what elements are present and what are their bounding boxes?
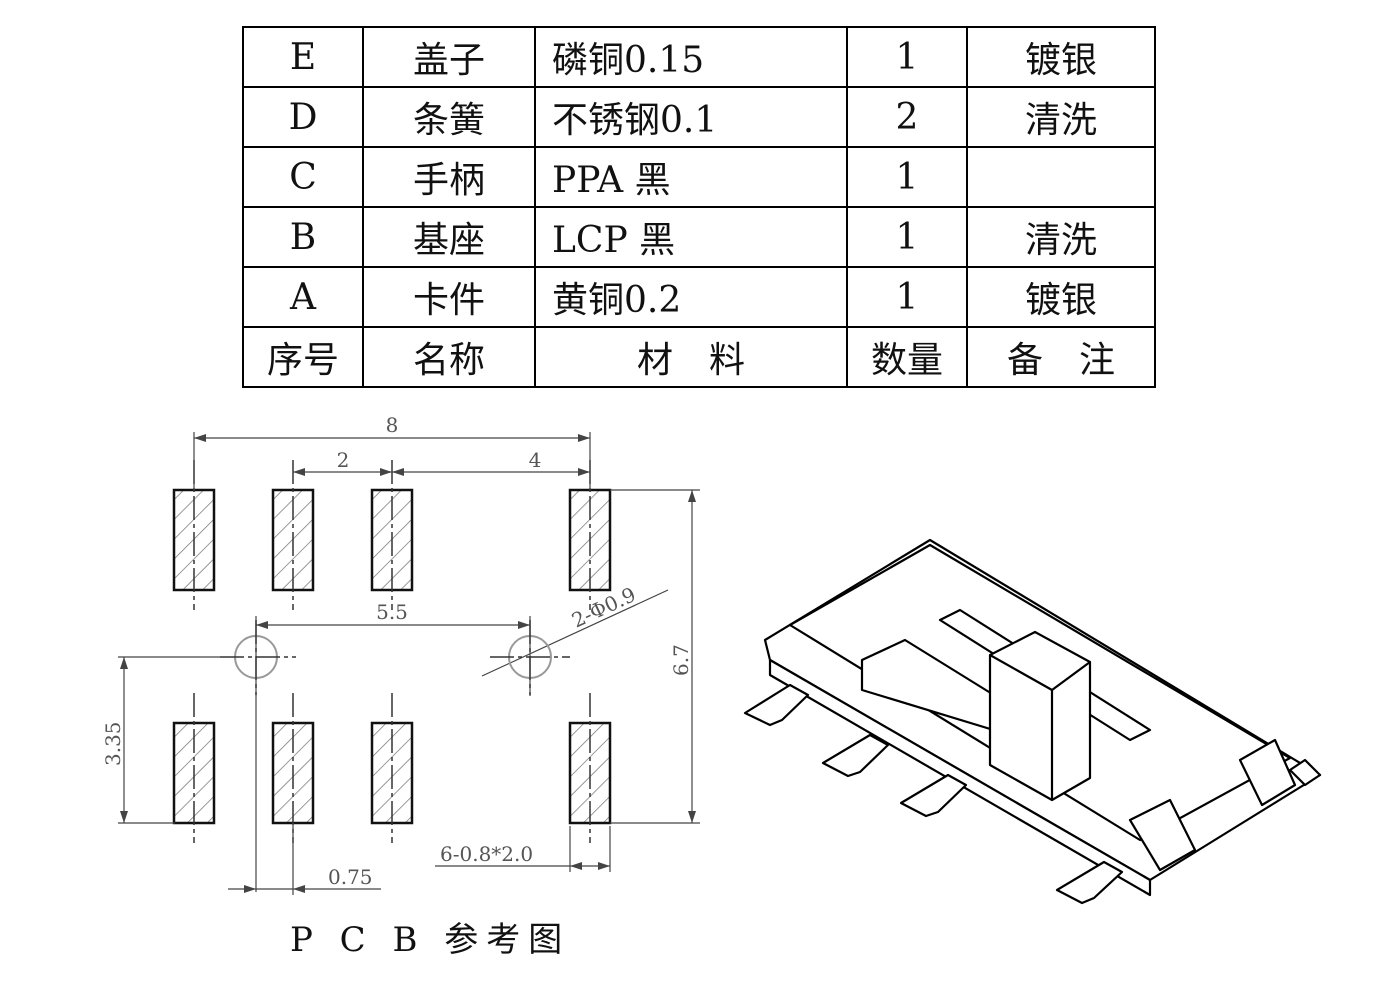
bom-cell-note (966, 146, 1156, 208)
bom-cell-material: LCP 黑 (534, 206, 848, 268)
dim-0-75: 0.75 (328, 865, 373, 889)
bom-header-row: 序号名称材 料数量备 注 (242, 326, 1156, 388)
bom-cell-qty: 1 (846, 26, 968, 88)
dim-pad-spec: 6-0.8*2.0 (440, 842, 533, 866)
bom-cell-material: 不锈钢0.1 (534, 86, 848, 148)
bom-cell-note: 清洗 (966, 206, 1156, 268)
dim-5-5: 5.5 (376, 600, 408, 624)
pcb-reference-title: P C B 参考图 (290, 920, 571, 960)
dim-3-35: 3.35 (101, 721, 125, 766)
bom-cell-material: 黄铜0.2 (534, 266, 848, 328)
dim-4: 4 (529, 448, 542, 472)
bom-cell-material: 磷铜0.15 (534, 26, 848, 88)
bom-cell-note: 备 注 (966, 326, 1156, 388)
dim-2: 2 (337, 448, 350, 472)
bom-cell-qty: 1 (846, 206, 968, 268)
bom-cell-id: C (242, 146, 364, 208)
bom-cell-qty: 1 (846, 146, 968, 208)
bom-cell-qty: 2 (846, 86, 968, 148)
bom-cell-note: 镀银 (966, 266, 1156, 328)
bom-cell-qty: 1 (846, 266, 968, 328)
bom-cell-note: 清洗 (966, 86, 1156, 148)
bom-cell-id: E (242, 26, 364, 88)
bom-cell-name: 手柄 (362, 146, 536, 208)
bom-cell-note: 镀银 (966, 26, 1156, 88)
bom-cell-name: 名称 (362, 326, 536, 388)
bom-cell-qty: 数量 (846, 326, 968, 388)
dim-8: 8 (386, 413, 399, 437)
bom-cell-id: B (242, 206, 364, 268)
bom-cell-name: 基座 (362, 206, 536, 268)
bom-cell-id: D (242, 86, 364, 148)
dimension-lines (118, 432, 700, 895)
dim-6-7: 6.7 (669, 644, 693, 676)
bom-cell-material: 材 料 (534, 326, 848, 388)
bom-cell-material: PPA 黑 (534, 146, 848, 208)
pcb-pads (172, 460, 612, 843)
switch-isometric-view (743, 538, 1322, 905)
bom-cell-name: 盖子 (362, 26, 536, 88)
bom-cell-name: 卡件 (362, 266, 536, 328)
bom-cell-id: A (242, 266, 364, 328)
bom-cell-id: 序号 (242, 326, 364, 388)
bom-cell-name: 条簧 (362, 86, 536, 148)
